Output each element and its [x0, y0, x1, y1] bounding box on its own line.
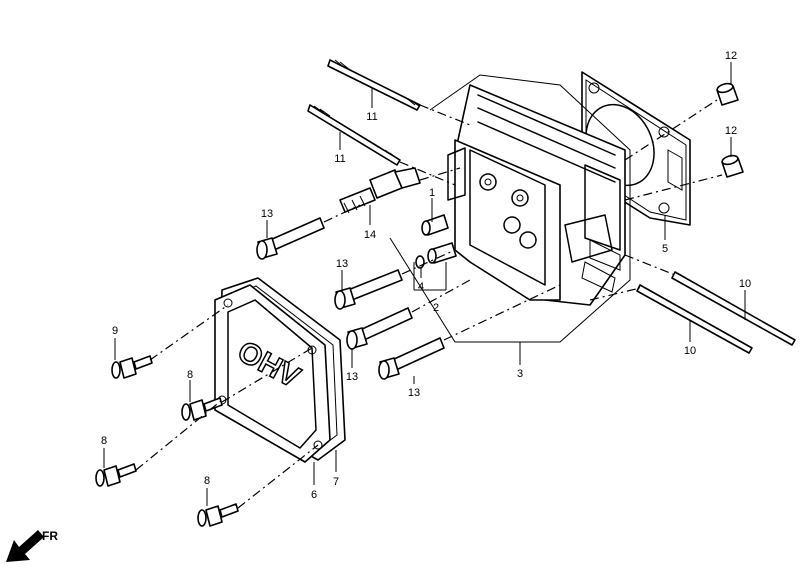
head-bolt-3 — [346, 307, 413, 350]
spark-plug — [339, 167, 421, 214]
dowel-pin-upper — [716, 82, 739, 106]
flange-bolt-8a — [181, 397, 223, 421]
front-label: FR — [42, 529, 58, 543]
callout-10-lower: 10 — [684, 345, 696, 357]
head-bolt-4 — [378, 337, 445, 380]
callout-11-lower: 11 — [334, 153, 345, 165]
dowel-pin-lower — [721, 154, 744, 178]
callout-13-c: 13 — [346, 371, 358, 383]
callout-leaders — [103, 62, 746, 506]
callout-3: 3 — [517, 368, 523, 380]
valve-guide-upper — [421, 214, 449, 236]
front-arrow-icon — [6, 530, 44, 562]
flange-bolt-8b — [95, 463, 137, 487]
stud-bolt-lower — [307, 104, 401, 166]
stud-bolt-right-upper — [671, 271, 796, 346]
callout-14: 14 — [364, 229, 376, 241]
cylinder-head — [447, 84, 626, 306]
flange-bolt-9 — [111, 355, 153, 379]
callout-7: 7 — [333, 476, 339, 488]
callout-2: 2 — [433, 302, 439, 314]
callout-13-b: 13 — [336, 258, 348, 270]
callout-11-upper: 11 — [366, 111, 377, 123]
callout-9: 9 — [112, 325, 118, 337]
callout-1: 1 — [429, 187, 435, 199]
callout-labels: 1 2 3 4 5 6 7 8 8 8 9 10 10 11 11 12 12 … — [101, 50, 751, 501]
callout-8-middle: 8 — [101, 435, 107, 447]
assembly-centerlines — [135, 99, 723, 509]
stud-bolt-right-lower — [636, 284, 753, 354]
stud-bolt-upper — [327, 59, 421, 111]
callout-12-lower: 12 — [725, 125, 737, 137]
head-bolt-1 — [256, 217, 325, 260]
head-bolt-2 — [334, 269, 403, 310]
callout-8-upper: 8 — [187, 369, 193, 381]
callout-6: 6 — [311, 489, 317, 501]
callout-5: 5 — [662, 243, 668, 255]
bracket-outline-3 — [389, 74, 631, 343]
callout-8-lower: 8 — [204, 475, 210, 487]
callout-4: 4 — [418, 281, 424, 293]
callout-10-upper: 10 — [739, 278, 751, 290]
head-cover: OHV — [214, 284, 331, 463]
callout-12-upper: 12 — [725, 50, 737, 62]
valve-guide-lower — [427, 242, 457, 264]
callout-13-a: 13 — [261, 208, 273, 220]
flange-bolt-8c — [197, 503, 239, 527]
callout-13-d: 13 — [408, 387, 420, 399]
front-direction-indicator: FR — [6, 529, 58, 562]
